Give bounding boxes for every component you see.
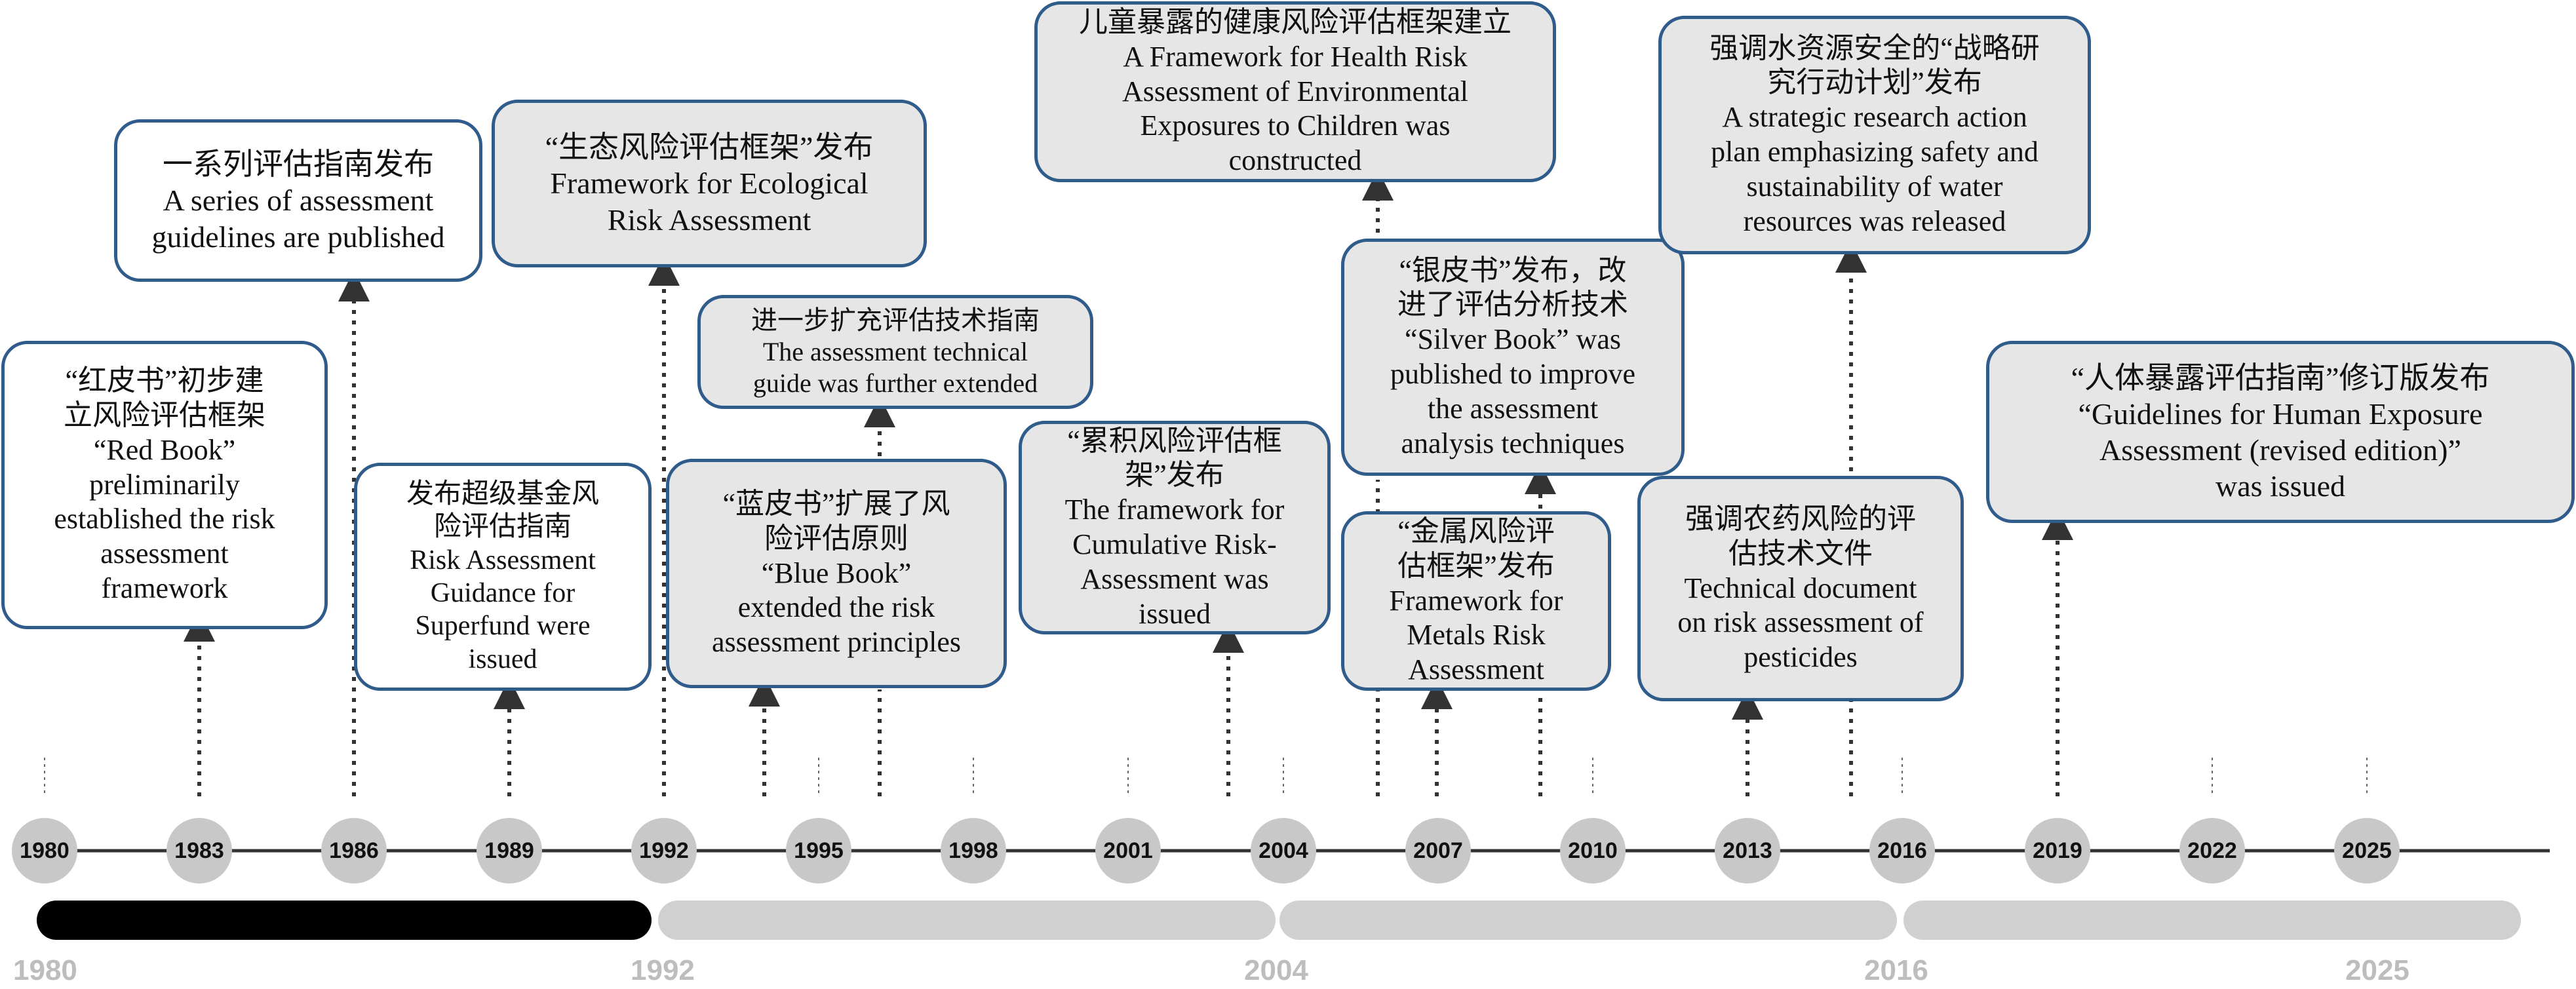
event-zh-text: “银皮书”发布，改 进了评估分析技术	[1397, 254, 1628, 321]
event-en-text: Risk Assessment Guidance for Superfund w…	[410, 545, 596, 674]
era-label-2016: 2016	[1864, 954, 1928, 986]
event-zh-text: 发布超级基金风 险评估指南	[406, 478, 599, 543]
event-box-cumulative: “累积风险评估框 架”发布 The framework for Cumulati…	[1019, 421, 1331, 634]
era-bar-1980-1992	[37, 901, 652, 940]
year-node-2010: 2010	[1560, 818, 1626, 883]
year-node-1995: 1995	[786, 818, 851, 883]
year-node-2022: 2022	[2179, 818, 2245, 883]
era-bar-1992-2004	[658, 901, 1276, 940]
era-label-1992: 1992	[631, 954, 695, 986]
era-label-2025: 2025	[2345, 954, 2410, 986]
event-zh-text: 儿童暴露的健康风险评估框架建立	[1079, 6, 1512, 39]
event-en-text: The framework for Cumulative Risk- Asses…	[1064, 494, 1285, 630]
event-en-text: The assessment technical guide was furth…	[752, 337, 1038, 398]
era-bar-2016-2025	[1903, 901, 2521, 940]
year-node-1992: 1992	[631, 818, 697, 883]
event-box-blue-book: “蓝皮书”扩展了风 险评估原则 “Blue Book” extended the…	[666, 459, 1007, 688]
event-box-assessment-guidelines: 一系列评估指南发布 A series of assessment guideli…	[114, 119, 482, 282]
year-node-1983: 1983	[166, 818, 232, 883]
year-node-2013: 2013	[1715, 818, 1780, 883]
event-zh-text: 强调农药风险的评 估技术文件	[1685, 503, 1916, 570]
event-zh-text: “人体暴露评估指南”修订版发布	[2071, 360, 2490, 395]
event-box-water: 强调水资源安全的“战略研 究行动计划”发布 A strategic resear…	[1658, 16, 2091, 254]
event-zh-text: “累积风险评估框 架”发布	[1067, 424, 1282, 492]
event-en-text: Framework for Ecological Risk Assessment	[550, 166, 868, 237]
event-box-pesticides: 强调农药风险的评 估技术文件 Technical document on ris…	[1637, 476, 1964, 701]
event-en-text: “Guidelines for Human Exposure Assessmen…	[2078, 397, 2483, 503]
event-zh-text: 进一步扩充评估技术指南	[751, 305, 1040, 335]
event-box-children: 儿童暴露的健康风险评估框架建立 A Framework for Health R…	[1034, 1, 1556, 182]
event-en-text: “Red Book” preliminarily established the…	[54, 433, 275, 604]
year-node-2025: 2025	[2334, 818, 2400, 883]
event-box-metals: “金属风险评 估框架”发布 Framework for Metals Risk …	[1341, 511, 1611, 691]
event-box-red-book: “红皮书”初步建 立风险评估框架 “Red Book” preliminaril…	[1, 341, 328, 629]
year-node-1980: 1980	[12, 818, 77, 883]
era-label-1980: 1980	[13, 954, 77, 986]
event-en-text: “Silver Book” was published to improve t…	[1390, 323, 1635, 459]
year-node-1998: 1998	[941, 818, 1006, 883]
event-box-human-exposure: “人体暴露评估指南”修订版发布 “Guidelines for Human Ex…	[1986, 341, 2575, 523]
event-box-ecological: “生态风险评估框架”发布 Framework for Ecological Ri…	[492, 100, 927, 267]
event-box-superfund: 发布超级基金风 险评估指南 Risk Assessment Guidance f…	[354, 463, 652, 691]
year-node-2004: 2004	[1251, 818, 1316, 883]
year-node-2016: 2016	[1869, 818, 1935, 883]
event-en-text: Framework for Metals Risk Assessment	[1389, 584, 1563, 686]
year-node-2019: 2019	[2025, 818, 2090, 883]
event-zh-text: “金属风险评 估框架”发布	[1397, 515, 1555, 582]
year-node-1986: 1986	[321, 818, 387, 883]
era-label-2004: 2004	[1244, 954, 1308, 986]
event-box-silver-book: “银皮书”发布，改 进了评估分析技术 “Silver Book” was pub…	[1341, 239, 1685, 476]
event-en-text: Technical document on risk assessment of…	[1677, 572, 1924, 674]
event-zh-text: “生态风险评估框架”发布	[545, 130, 874, 165]
event-en-text: A strategic research action plan emphasi…	[1711, 101, 2039, 237]
year-node-1989: 1989	[477, 818, 542, 883]
era-bar-2004-2016	[1279, 901, 1897, 940]
event-zh-text: “红皮书”初步建 立风险评估框架	[64, 364, 265, 431]
event-zh-text: 强调水资源安全的“战略研 究行动计划”发布	[1709, 31, 2040, 99]
event-box-technical-guide: 进一步扩充评估技术指南 The assessment technical gui…	[697, 295, 1093, 409]
event-zh-text: 一系列评估指南发布	[163, 147, 434, 182]
year-node-2007: 2007	[1405, 818, 1471, 883]
event-en-text: A series of assessment guidelines are pu…	[151, 184, 445, 254]
year-node-2001: 2001	[1095, 818, 1161, 883]
event-en-text: A Framework for Health Risk Assessment o…	[1122, 40, 1468, 177]
event-en-text: “Blue Book” extended the risk assessment…	[711, 556, 962, 659]
event-zh-text: “蓝皮书”扩展了风 险评估原则	[722, 488, 950, 554]
